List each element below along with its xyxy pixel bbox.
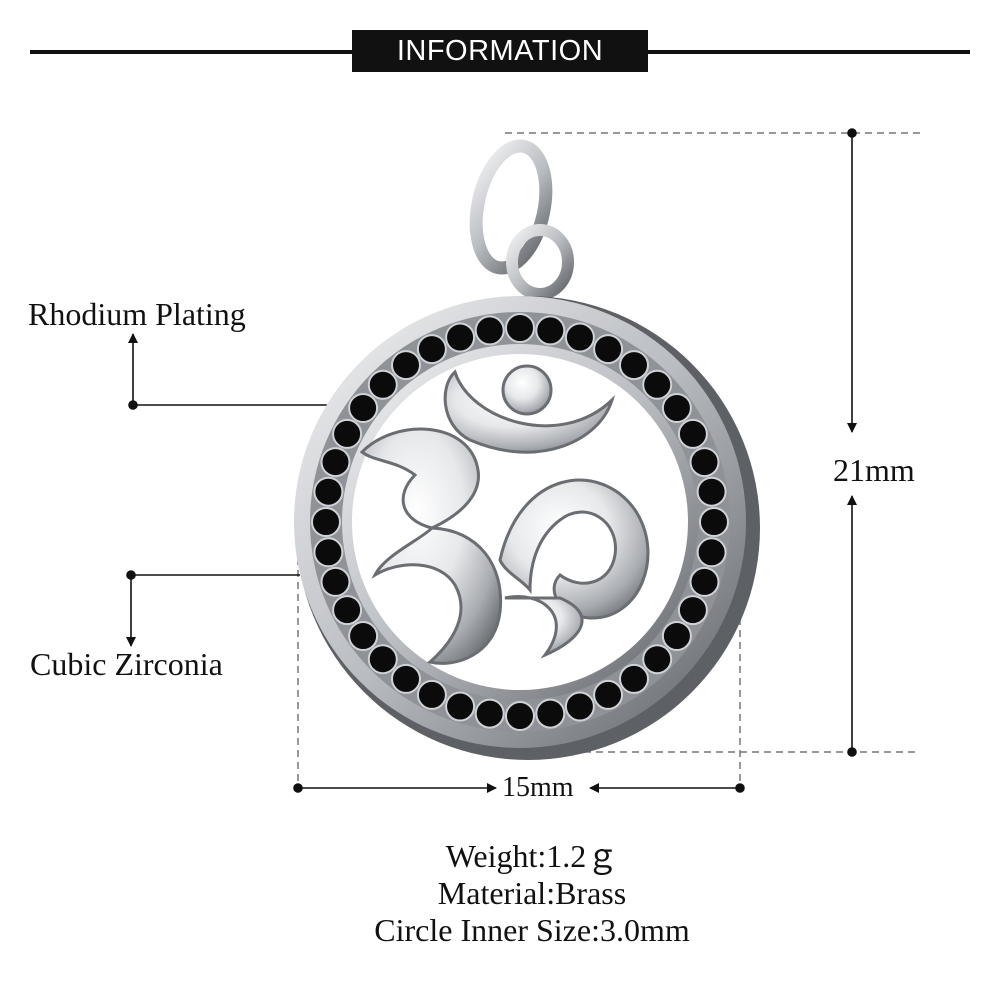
zirconia-stone-icon — [505, 313, 535, 343]
zirconia-stone-icon — [593, 334, 624, 365]
zirconia-stone-icon — [619, 350, 649, 381]
rhodium-plating-label: Rhodium Plating — [28, 296, 246, 332]
zirconia-stone-icon — [348, 393, 379, 423]
height-dimension — [847, 128, 857, 757]
zirconia-stone-icon — [391, 663, 421, 694]
zirconia-stone-icon — [311, 507, 341, 537]
information-header: INFORMATION — [352, 30, 648, 72]
cubic-zirconia-stones — [311, 313, 729, 731]
zirconia-stone-icon — [535, 698, 566, 729]
zirconia-stone-icon — [696, 537, 727, 568]
zirconia-stone-icon — [564, 691, 595, 722]
zirconia-stone-icon — [445, 322, 476, 353]
dimension-guides — [297, 132, 920, 790]
material-spec: Material:Brass — [437, 875, 627, 911]
zirconia-stone-icon — [564, 322, 595, 353]
zirconia-stone-icon — [416, 679, 447, 710]
zirconia-stone-icon — [505, 701, 535, 731]
zirconia-stone-icon — [313, 476, 344, 507]
circle-inner-size-spec: Circle Inner Size:3.0mm — [374, 912, 690, 948]
zirconia-stone-icon — [689, 566, 720, 597]
zirconia-stone-icon — [313, 537, 344, 568]
zirconia-stone-icon — [699, 507, 729, 537]
zirconia-stone-icon — [677, 595, 708, 626]
zirconia-stone-icon — [367, 644, 398, 675]
zirconia-stone-icon — [535, 315, 566, 346]
zirconia-stone-icon — [332, 418, 363, 449]
zirconia-stone-icon — [332, 595, 363, 626]
zirconia-stone-icon — [689, 447, 720, 478]
zirconia-stone-icon — [391, 350, 421, 381]
zirconia-stone-icon — [320, 566, 351, 597]
zirconia-stone-icon — [642, 369, 673, 400]
zirconia-stone-icon — [661, 393, 692, 423]
width-dimension — [293, 783, 745, 793]
header-rule-right — [648, 50, 970, 54]
zirconia-stone-icon — [696, 476, 727, 507]
zirconia-stone-icon — [367, 369, 398, 400]
cubic-zirconia-label: Cubic Zirconia — [30, 646, 223, 682]
zirconia-stone-icon — [642, 644, 673, 675]
om-pendant — [294, 139, 760, 760]
zirconia-stone-icon — [677, 418, 708, 449]
zirconia-stone-icon — [661, 621, 692, 651]
width-value: 15mm — [502, 772, 574, 803]
bail-ring-icon — [469, 139, 553, 275]
product-specs: Weight:1.2ｇ Material:Brass Circle Inner … — [300, 838, 764, 949]
om-symbol-icon — [359, 364, 650, 665]
zirconia-leader — [126, 570, 300, 647]
zirconia-stone-icon — [593, 679, 624, 710]
height-value: 21mm — [833, 452, 915, 488]
zirconia-stone-icon — [474, 698, 505, 729]
zirconia-stone-icon — [445, 691, 476, 722]
header-rule-left — [30, 50, 352, 54]
weight-spec: Weight:1.2ｇ — [445, 838, 619, 874]
zirconia-stone-icon — [416, 334, 447, 365]
zirconia-stone-icon — [619, 663, 649, 694]
zirconia-stone-icon — [474, 315, 505, 346]
jump-ring-icon — [506, 224, 574, 300]
zirconia-stone-icon — [348, 621, 379, 651]
zirconia-stone-icon — [320, 447, 351, 478]
